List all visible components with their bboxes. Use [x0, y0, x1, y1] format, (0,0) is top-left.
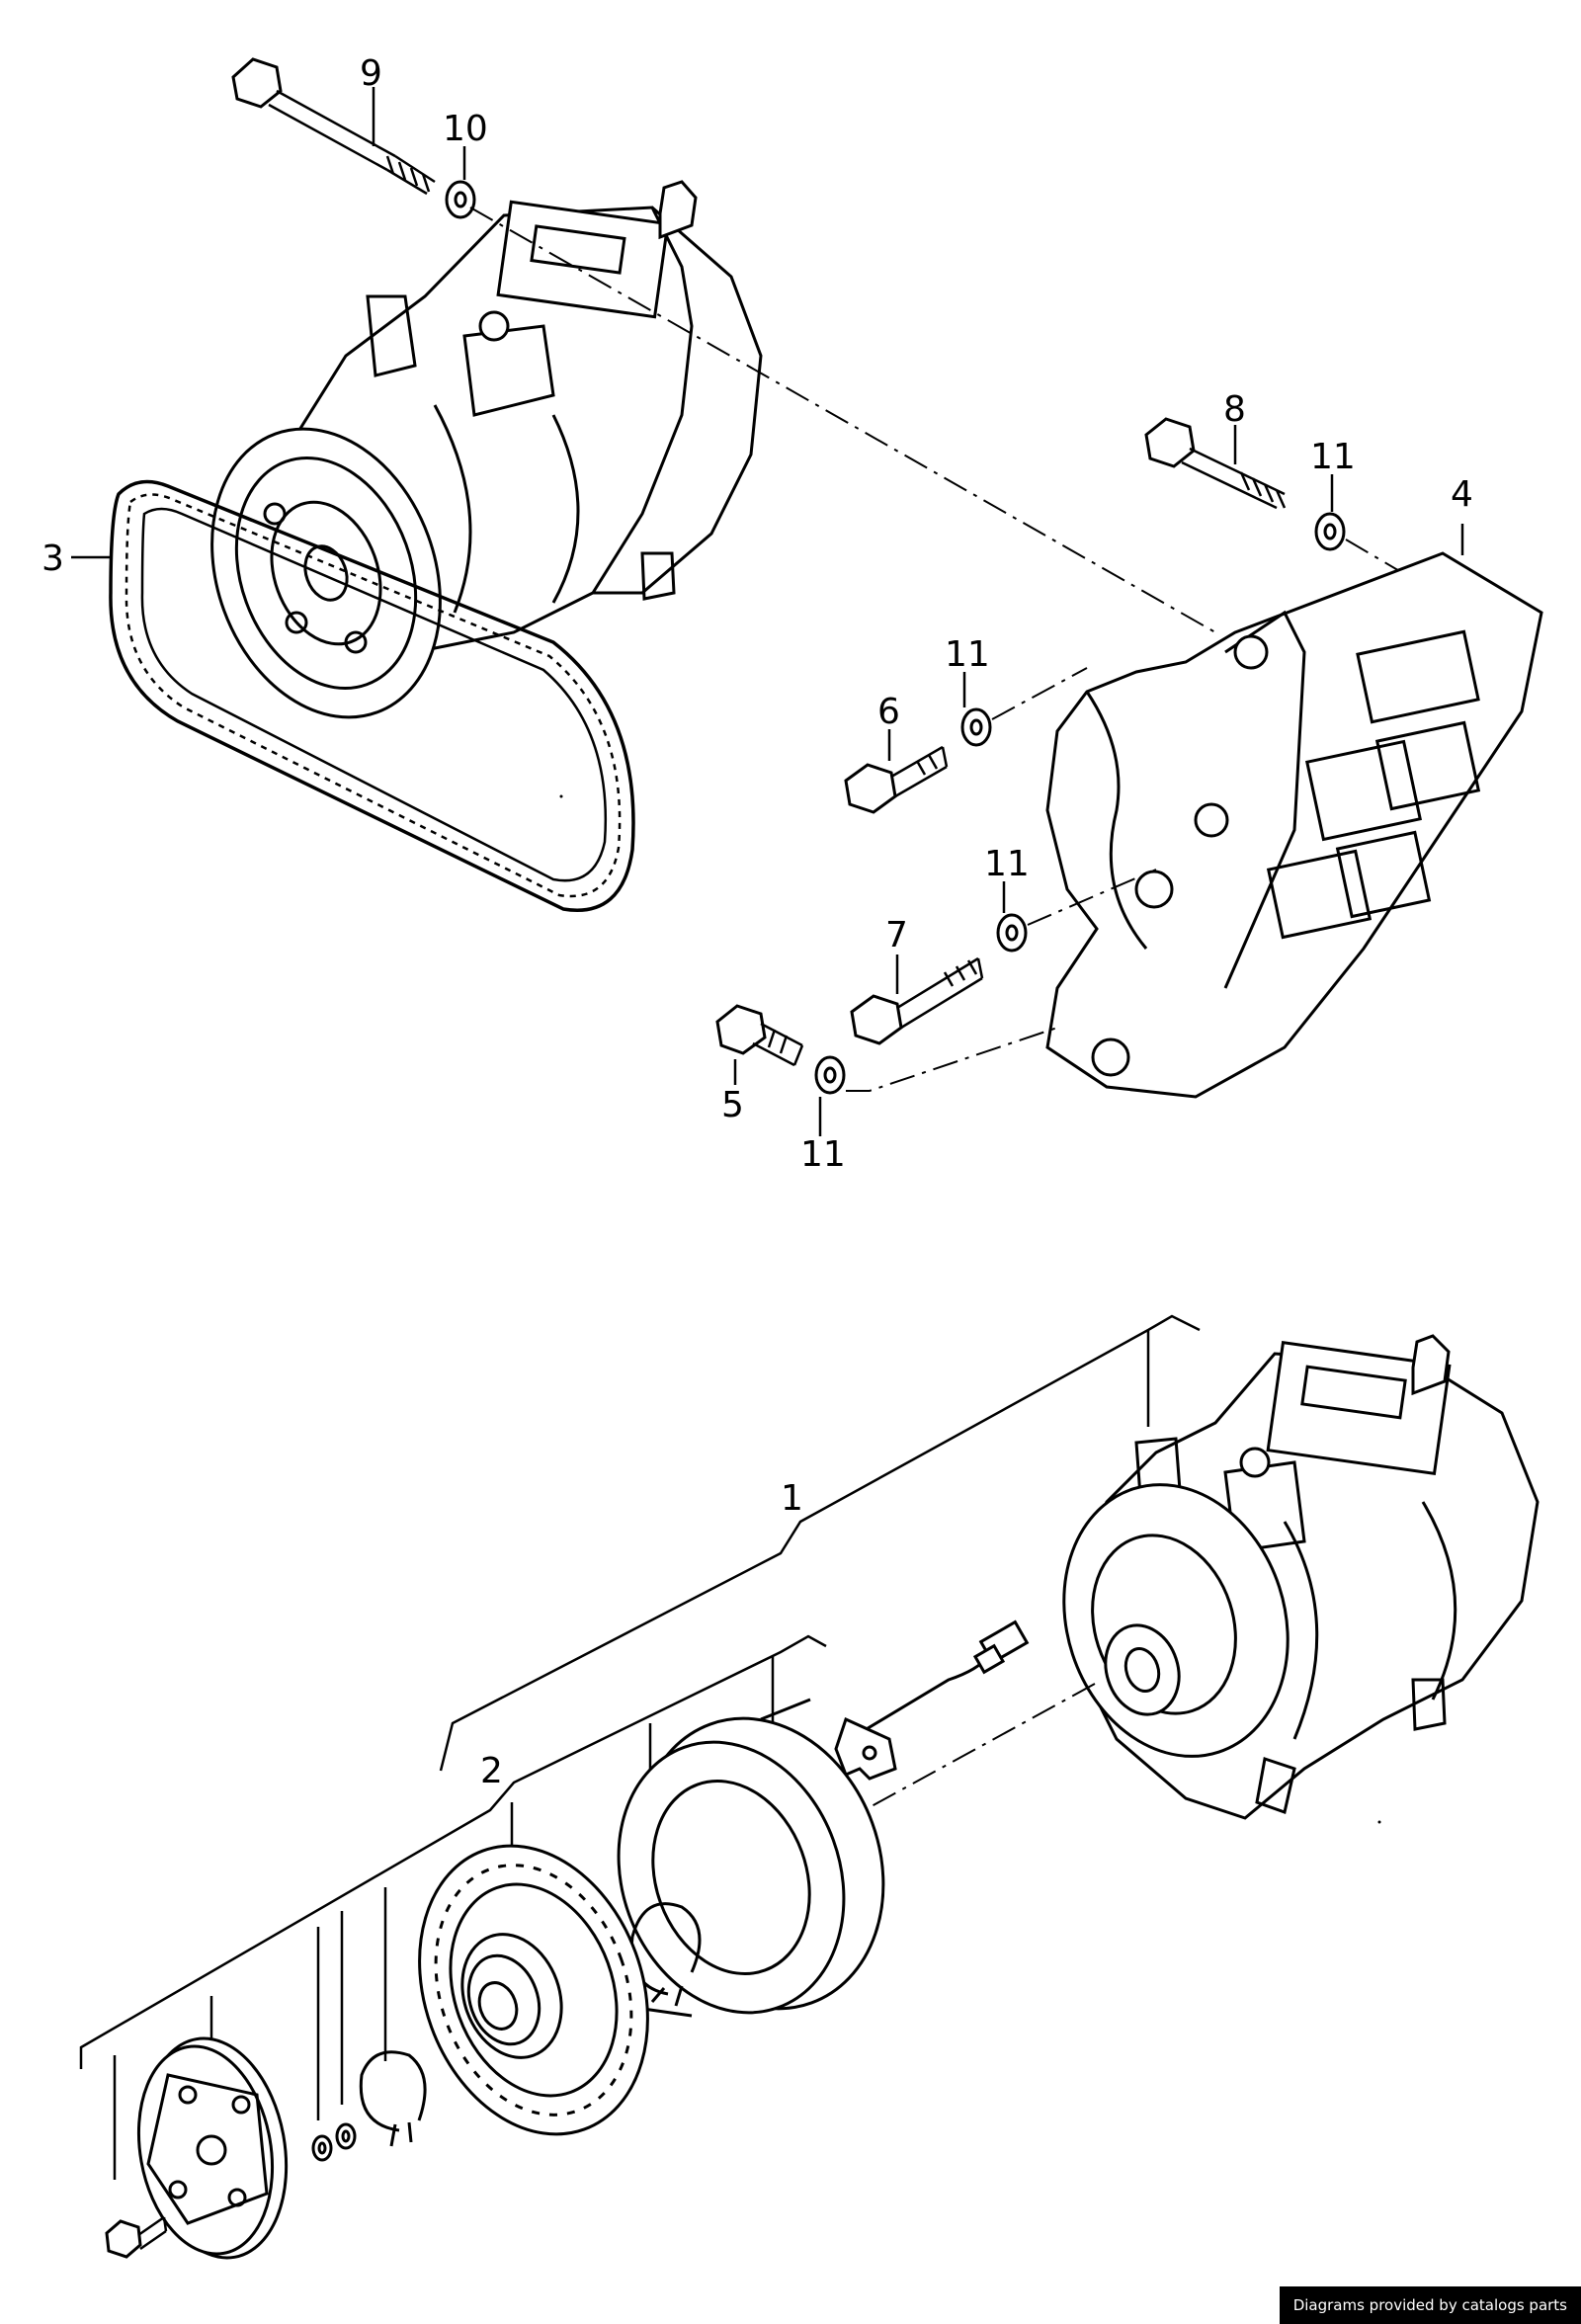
label-11-mid: 11	[945, 634, 990, 675]
label-9: 9	[360, 53, 382, 94]
clutch-wire-connector-icon[interactable]	[834, 1619, 1030, 1781]
drive-belt-3-icon[interactable]	[109, 479, 635, 912]
label-11-bottom: 11	[800, 1134, 846, 1175]
washer-11-bottom-icon[interactable]	[814, 1055, 846, 1095]
label-11-top: 11	[1310, 437, 1356, 477]
snap-ring-icon[interactable]	[359, 2050, 427, 2147]
washer-10-icon[interactable]	[445, 180, 476, 219]
shim-washer-b-icon[interactable]	[311, 2134, 333, 2162]
speck	[559, 794, 563, 798]
bolt-9-icon[interactable]	[231, 57, 436, 196]
label-6: 6	[877, 692, 900, 732]
clutch-bolt-icon[interactable]	[105, 2215, 168, 2259]
group-2-bracket	[79, 1634, 827, 2069]
connection-line-6	[991, 667, 1088, 720]
washer-11-mid-icon[interactable]	[960, 707, 992, 747]
label-1: 1	[781, 1478, 803, 1519]
bolt-7-icon[interactable]	[850, 956, 984, 1045]
compressor-body-icon[interactable]	[1030, 1334, 1539, 1820]
shim-washer-a-icon[interactable]	[335, 2122, 357, 2150]
bolt-6-icon[interactable]	[844, 745, 949, 814]
label-2: 2	[480, 1751, 503, 1791]
bolt-8-icon[interactable]	[1144, 417, 1287, 510]
connection-line	[469, 207, 1216, 633]
mounting-bracket-4-icon[interactable]	[1045, 551, 1543, 1099]
group-1-bracket	[439, 1314, 1201, 1772]
compressor-icon[interactable]	[173, 180, 763, 750]
label-5: 5	[721, 1085, 744, 1125]
credit-badge: Diagrams provided by catalogs parts	[1279, 2286, 1581, 2324]
connection-line-5	[846, 1027, 1058, 1092]
speck	[1377, 1820, 1381, 1824]
label-4: 4	[1451, 474, 1473, 515]
clutch-plate-icon[interactable]	[124, 2028, 303, 2270]
washer-11-low-icon[interactable]	[996, 913, 1028, 953]
axis-line-1	[849, 1683, 1096, 1819]
label-8: 8	[1223, 389, 1246, 430]
pulley-icon[interactable]	[380, 1813, 686, 2166]
connection-line-7	[1027, 869, 1157, 926]
label-7: 7	[885, 915, 908, 955]
washer-11-top-icon[interactable]	[1314, 512, 1346, 551]
label-10: 10	[443, 109, 488, 149]
bolt-5-icon[interactable]	[715, 1004, 804, 1067]
label-3: 3	[42, 539, 64, 579]
label-11-low: 11	[984, 844, 1030, 884]
